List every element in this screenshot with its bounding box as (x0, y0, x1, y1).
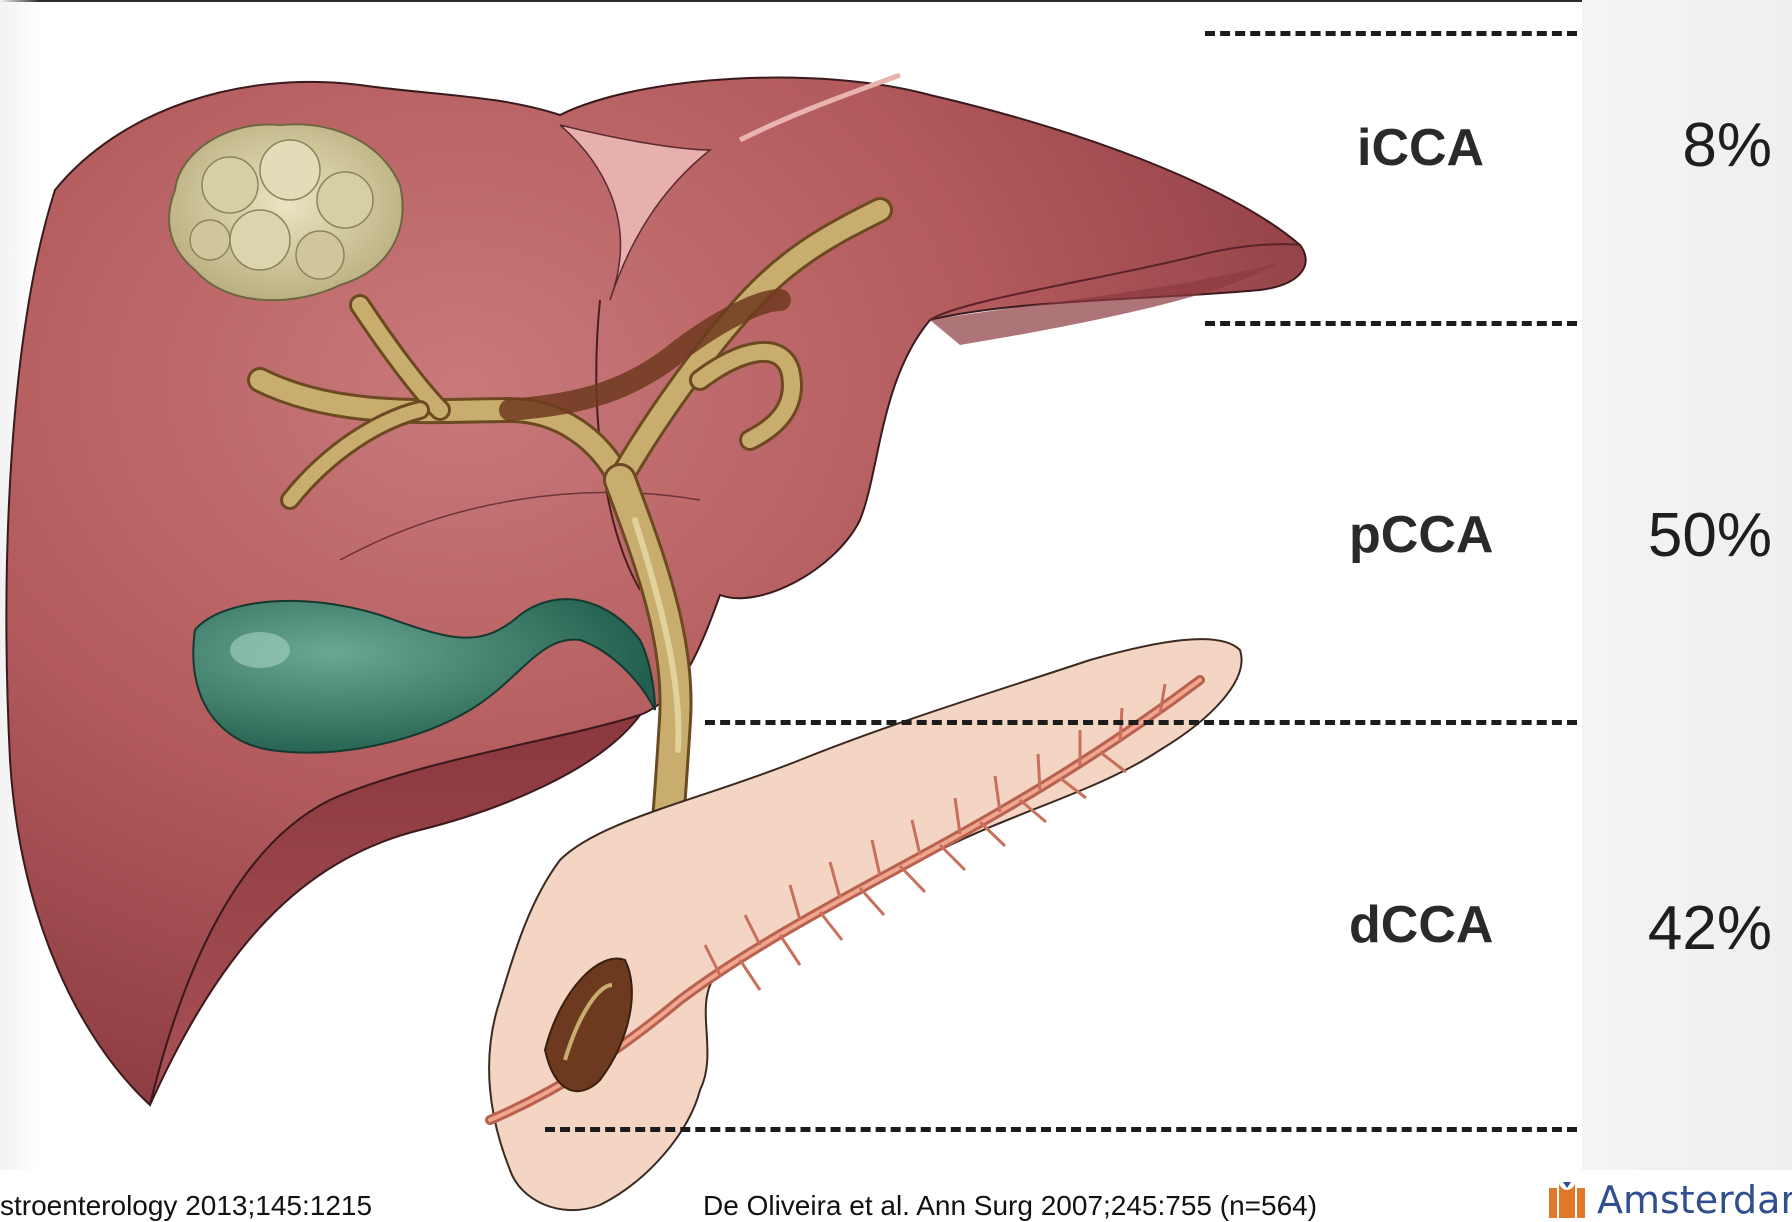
label-icca: iCCA (1357, 118, 1484, 178)
percent-icca: 8% (1582, 110, 1772, 181)
label-pcca: pCCA (1349, 505, 1493, 565)
left-citation: stroenterology 2013;145:1215 (0, 1190, 372, 1222)
amsterdam-logo: Amsterdam (1545, 1180, 1792, 1220)
separator-line-4 (545, 1127, 1577, 1132)
center-citation: De Oliveira et al. Ann Surg 2007;245:755… (703, 1190, 1317, 1222)
logo-text: Amsterdam (1597, 1178, 1792, 1222)
label-dcca: dCCA (1349, 895, 1493, 955)
separator-line-2 (1205, 321, 1577, 326)
separator-line-3 (705, 720, 1577, 725)
tulip-logo-icon (1545, 1180, 1589, 1220)
percent-dcca: 42% (1582, 893, 1772, 964)
percent-pcca: 50% (1582, 500, 1772, 571)
separator-line-1 (1205, 31, 1577, 36)
